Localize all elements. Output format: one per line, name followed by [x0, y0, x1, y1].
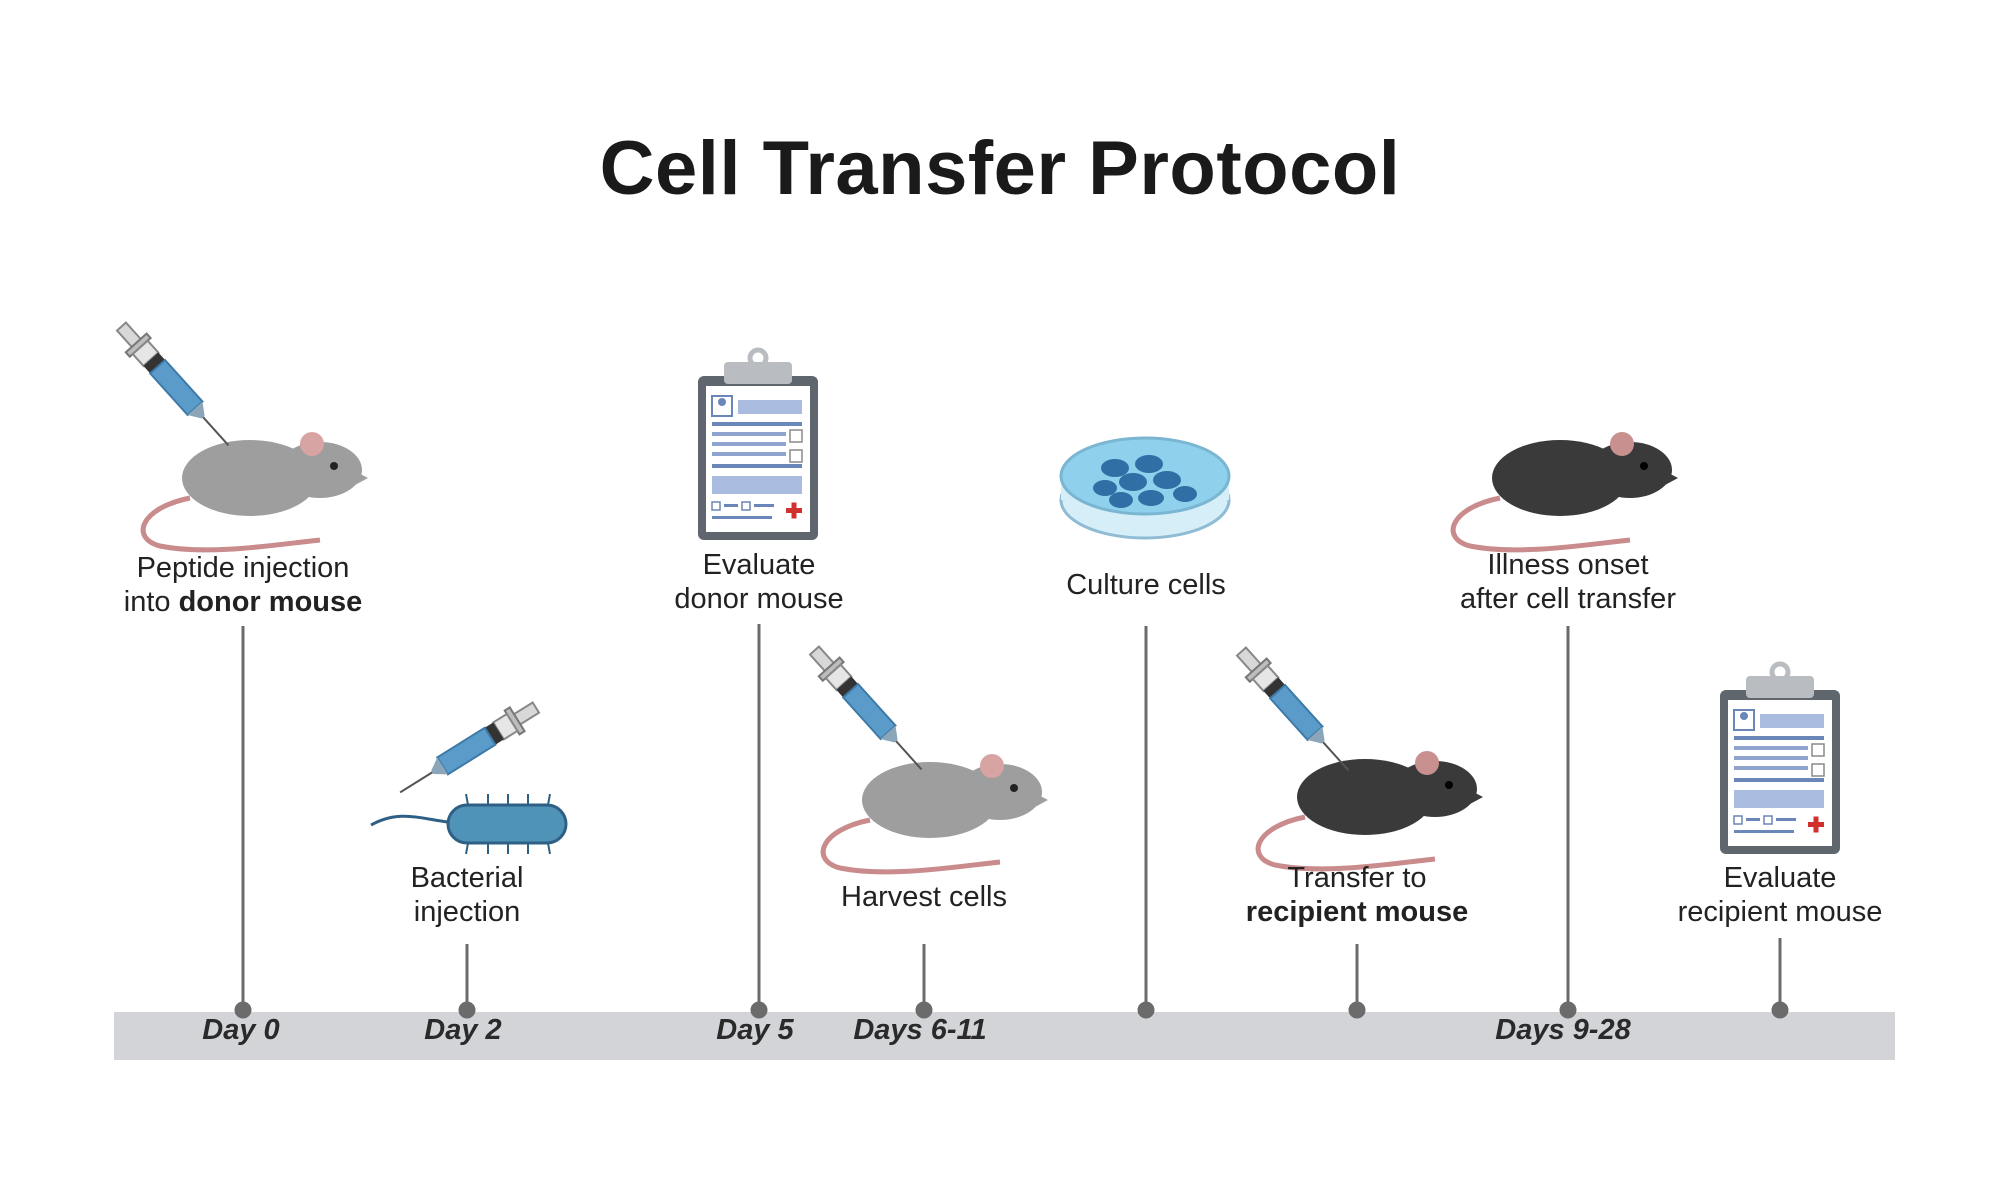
clipboard-icon [1720, 664, 1840, 854]
connector-lines [234, 624, 1789, 1019]
mouse-injection-icon [110, 316, 368, 553]
mouse-injection-icon [803, 640, 1048, 875]
day-label-days-6-11: Days 6-11 [853, 1014, 987, 1046]
clipboard-icon [698, 350, 818, 540]
timeline-bar [114, 1012, 1895, 1060]
step-label-transfer-recipient: Transfer to recipient mouse [1245, 862, 1469, 928]
step-label-harvest-cells: Harvest cells [841, 881, 1007, 913]
mouse-injection-icon [1230, 641, 1483, 872]
day-label-days-9-28: Days 9-28 [1495, 1014, 1631, 1046]
step-label-evaluate-recipient: Evaluate recipient mouse [1677, 862, 1883, 928]
black-mouse-icon [1450, 432, 1678, 553]
step-label-peptide-injection: Peptide injection into donor mouse [123, 552, 363, 618]
diagram-title: Cell Transfer Protocol [599, 126, 1401, 211]
day-label-day-0: Day 0 [202, 1014, 280, 1046]
step-label-bacterial-injection: Bacterial injection [410, 862, 524, 928]
day-label-day-5: Day 5 [716, 1014, 794, 1046]
bacteria-syringe-icon [370, 694, 568, 855]
step-label-evaluate-donor: Evaluate donor mouse [674, 549, 844, 615]
day-label-day-2: Day 2 [424, 1014, 502, 1046]
step-label-illness-onset: Illness onset after cell transfer [1460, 549, 1676, 615]
step-label-culture-cells: Culture cells [1066, 569, 1226, 601]
petri-dish-icon [1059, 436, 1231, 540]
